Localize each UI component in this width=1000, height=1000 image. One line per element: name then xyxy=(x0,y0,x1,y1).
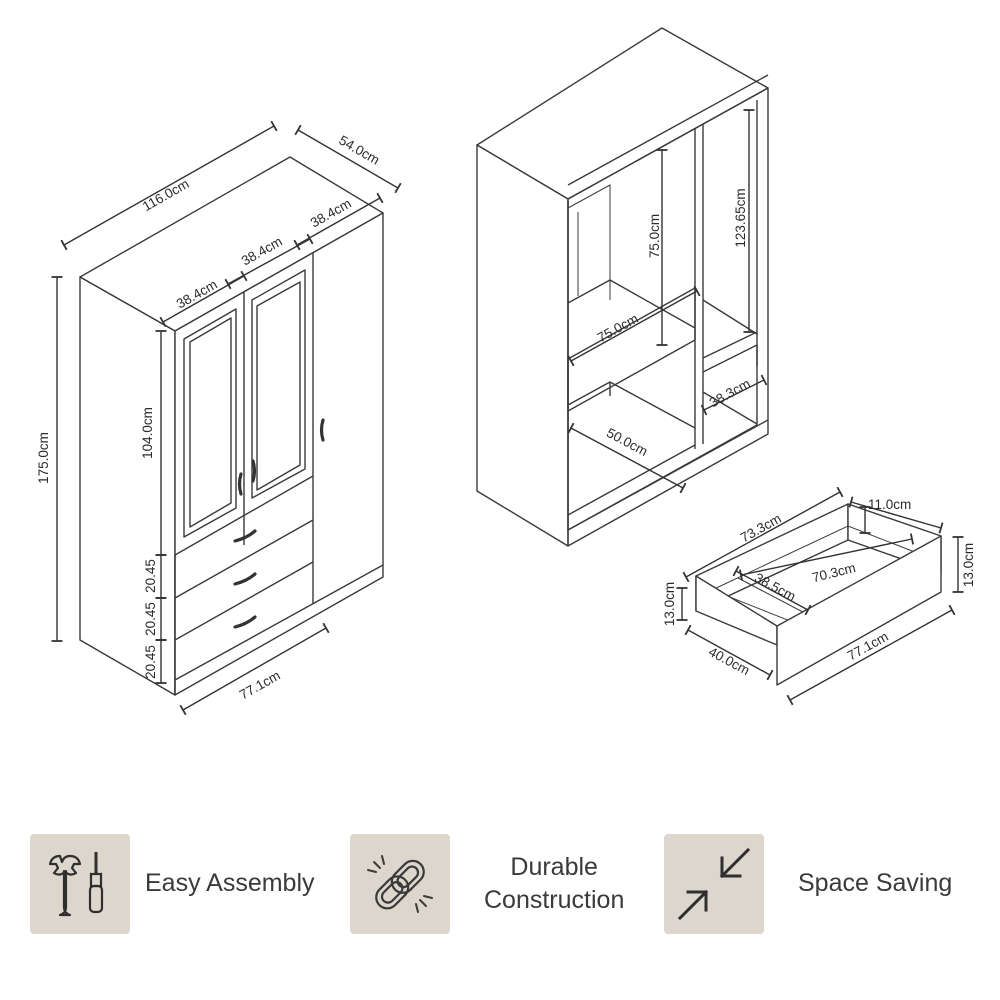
bottom-shelf-width-label: 50.0cm xyxy=(604,425,650,459)
door-handle-middle xyxy=(251,459,257,483)
wardrobe-dimension-diagram: 116.0cm 54.0cm 175.0cm 104.0cm 20.45 20.… xyxy=(36,27,976,716)
tools-icon xyxy=(30,834,130,934)
drawer-detail-view: 11.0cm 13.0cm 13.0cm 73.3cm 38.5cm 70.3c… xyxy=(662,486,976,706)
base-width-label: 77.1cm xyxy=(237,668,283,703)
hanging-width-label: 75.0cm xyxy=(595,311,641,346)
wardrobe-front-view: 116.0cm 54.0cm 175.0cm 104.0cm 20.45 20.… xyxy=(36,120,402,716)
feature-label-durable-line: Durable Construction xyxy=(484,853,625,914)
width-label: 116.0cm xyxy=(140,176,192,214)
drawer-inner-depth-label: 38.5cm xyxy=(752,570,798,604)
drawer-outer-depth-label: 40.0cm xyxy=(706,644,752,678)
hanging-height-label: 75.0cm xyxy=(647,214,662,258)
wardrobe-interior-view: 75.0cm 123.65cm 75.0cm 50.0cm 38.3cm xyxy=(476,27,769,547)
drawer-front-height-label: 13.0cm xyxy=(961,543,976,587)
feature-label-durable-construction: Durable Construction xyxy=(484,851,624,917)
right-column-height-label: 123.65cm xyxy=(733,188,748,247)
interior-side xyxy=(476,144,569,547)
chain-link-icon xyxy=(350,834,450,934)
interior-middle-shelf xyxy=(567,287,696,412)
drawer-height-label-2: 20.45 xyxy=(143,602,158,636)
door-height-label: 104.0cm xyxy=(140,407,155,459)
door-handle-right xyxy=(319,418,325,442)
right-shelf-width-label: 38.3cm xyxy=(707,376,753,411)
feature-label-space-saving: Space Saving xyxy=(798,869,953,897)
drawer-height-label-1: 20.45 xyxy=(143,559,158,593)
door-handle-left xyxy=(237,472,243,496)
height-label: 175.0cm xyxy=(36,432,51,484)
drawer-inner-width-label: 70.3cm xyxy=(811,560,858,585)
feature-label-easy-assembly: Easy Assembly xyxy=(145,869,315,897)
depth-label: 54.0cm xyxy=(336,133,382,168)
drawer-back-height-label: 13.0cm xyxy=(662,582,677,626)
drawer-side-depth-label: 11.0cm xyxy=(868,497,911,512)
drawer-height-label-3: 20.45 xyxy=(143,645,158,679)
drawer-handle-1 xyxy=(233,529,257,543)
drawer-handle-2 xyxy=(233,572,257,586)
compress-arrows-icon xyxy=(664,834,764,934)
